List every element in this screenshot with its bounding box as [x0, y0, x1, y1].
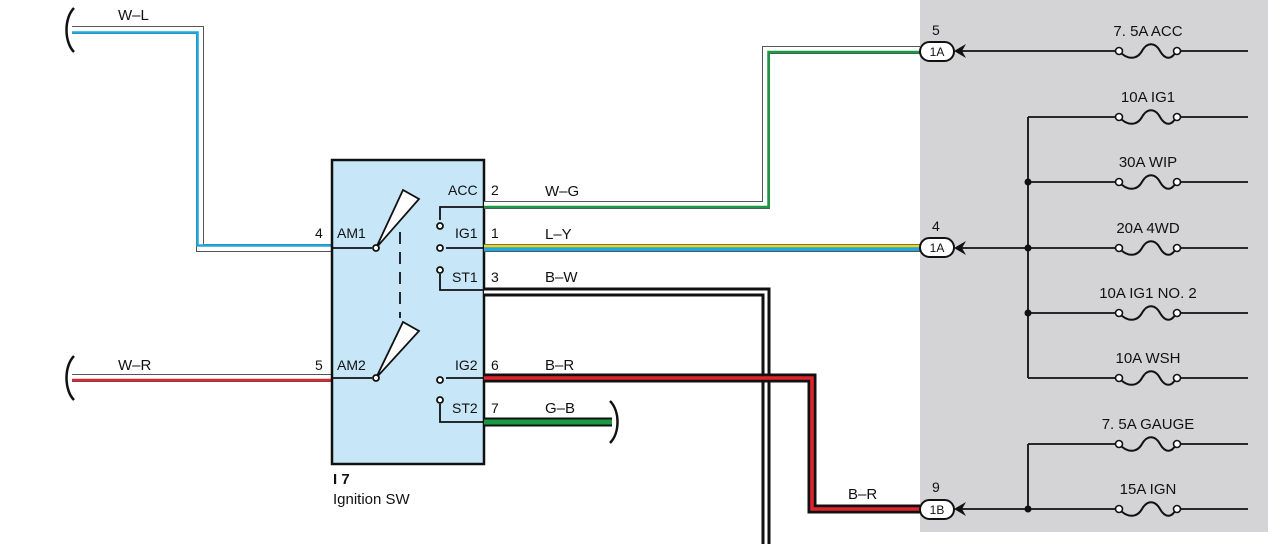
- pin-number-ig2: 6: [491, 357, 499, 373]
- junction-dots: [1024, 178, 1032, 513]
- junction-bus: [962, 50, 1248, 510]
- component-id: I 7: [333, 471, 350, 488]
- wire-label-b-w: B–W: [545, 269, 578, 286]
- fuse-label-ign: 15A IGN: [1120, 481, 1177, 498]
- fuse-label-ig1: 10A IG1: [1121, 89, 1175, 106]
- connector-1a-pin4: 1A: [919, 237, 966, 258]
- connector-pin-5: 5: [932, 22, 940, 38]
- wire-w-r: [72, 374, 332, 382]
- fuse-label-ig1-no2: 10A IG1 NO. 2: [1099, 285, 1197, 302]
- fuse-4wd: [1114, 240, 1182, 256]
- svg-text:1A: 1A: [930, 45, 945, 59]
- pin-number-acc: 2: [491, 182, 499, 198]
- pin-number-ig1: 1: [491, 225, 499, 241]
- wire-w-g: [484, 46, 920, 209]
- pin-number-am2: 5: [315, 357, 323, 373]
- fuse-ig1: [1114, 109, 1182, 125]
- wire-label-w-r: W–R: [118, 357, 152, 374]
- connector-pin-4: 4: [932, 218, 940, 234]
- wire-break-mark-w-r: [65, 355, 75, 401]
- wire-b-r: [484, 373, 920, 514]
- fuse-label-wsh: 10A WSH: [1115, 350, 1180, 367]
- junction-block-panel: [920, 0, 1268, 532]
- wire-b-w: [484, 287, 771, 544]
- fuse-acc: [1114, 43, 1182, 59]
- fuse-label-gauge: 7. 5A GAUGE: [1102, 416, 1195, 433]
- wire-label-b-r: B–R: [545, 357, 574, 374]
- switch-internals: [332, 188, 484, 423]
- svg-text:1A: 1A: [930, 241, 945, 255]
- wire-label-b-r-lower: B–R: [848, 486, 877, 503]
- component-name: Ignition SW: [333, 491, 411, 508]
- wire-w-l: [72, 26, 332, 252]
- wire-break-mark-w-l: [65, 7, 75, 53]
- wire-l-y: [484, 244, 920, 252]
- terminal-ig2: IG2: [455, 357, 478, 373]
- pin-number-am1: 4: [315, 225, 323, 241]
- terminal-st2: ST2: [452, 400, 478, 416]
- fuse-ign: [1114, 501, 1182, 517]
- connector-1b-pin9: 1B: [919, 499, 966, 520]
- terminal-am1: AM1: [337, 225, 366, 241]
- terminal-ig1: IG1: [455, 225, 478, 241]
- wire-label-w-l: W–L: [118, 7, 149, 24]
- terminal-acc: ACC: [448, 182, 478, 198]
- pin-number-st2: 7: [491, 400, 499, 416]
- fuse-symbols: [1114, 43, 1182, 517]
- fuse-label-4wd: 20A 4WD: [1116, 220, 1180, 237]
- fuse-gauge: [1114, 436, 1182, 452]
- svg-text:1B: 1B: [930, 503, 945, 517]
- wire-break-mark-g-b: [609, 400, 619, 444]
- fuse-label-wip: 30A WIP: [1119, 154, 1177, 171]
- connector-1a-pin5: 1A: [919, 41, 966, 62]
- wire-label-l-y: L–Y: [545, 226, 572, 243]
- fuse-label-acc: 7. 5A ACC: [1113, 23, 1182, 40]
- connector-pin-9: 9: [932, 479, 940, 495]
- terminal-am2: AM2: [337, 357, 366, 373]
- terminal-st1: ST1: [452, 269, 478, 285]
- wire-label-g-b: G–B: [545, 400, 575, 417]
- fuse-wip: [1114, 174, 1182, 190]
- wire-label-w-g: W–G: [545, 183, 579, 200]
- pin-number-st1: 3: [491, 269, 499, 285]
- fuse-wsh: [1114, 370, 1182, 386]
- fuse-ig1-no2: [1114, 305, 1182, 321]
